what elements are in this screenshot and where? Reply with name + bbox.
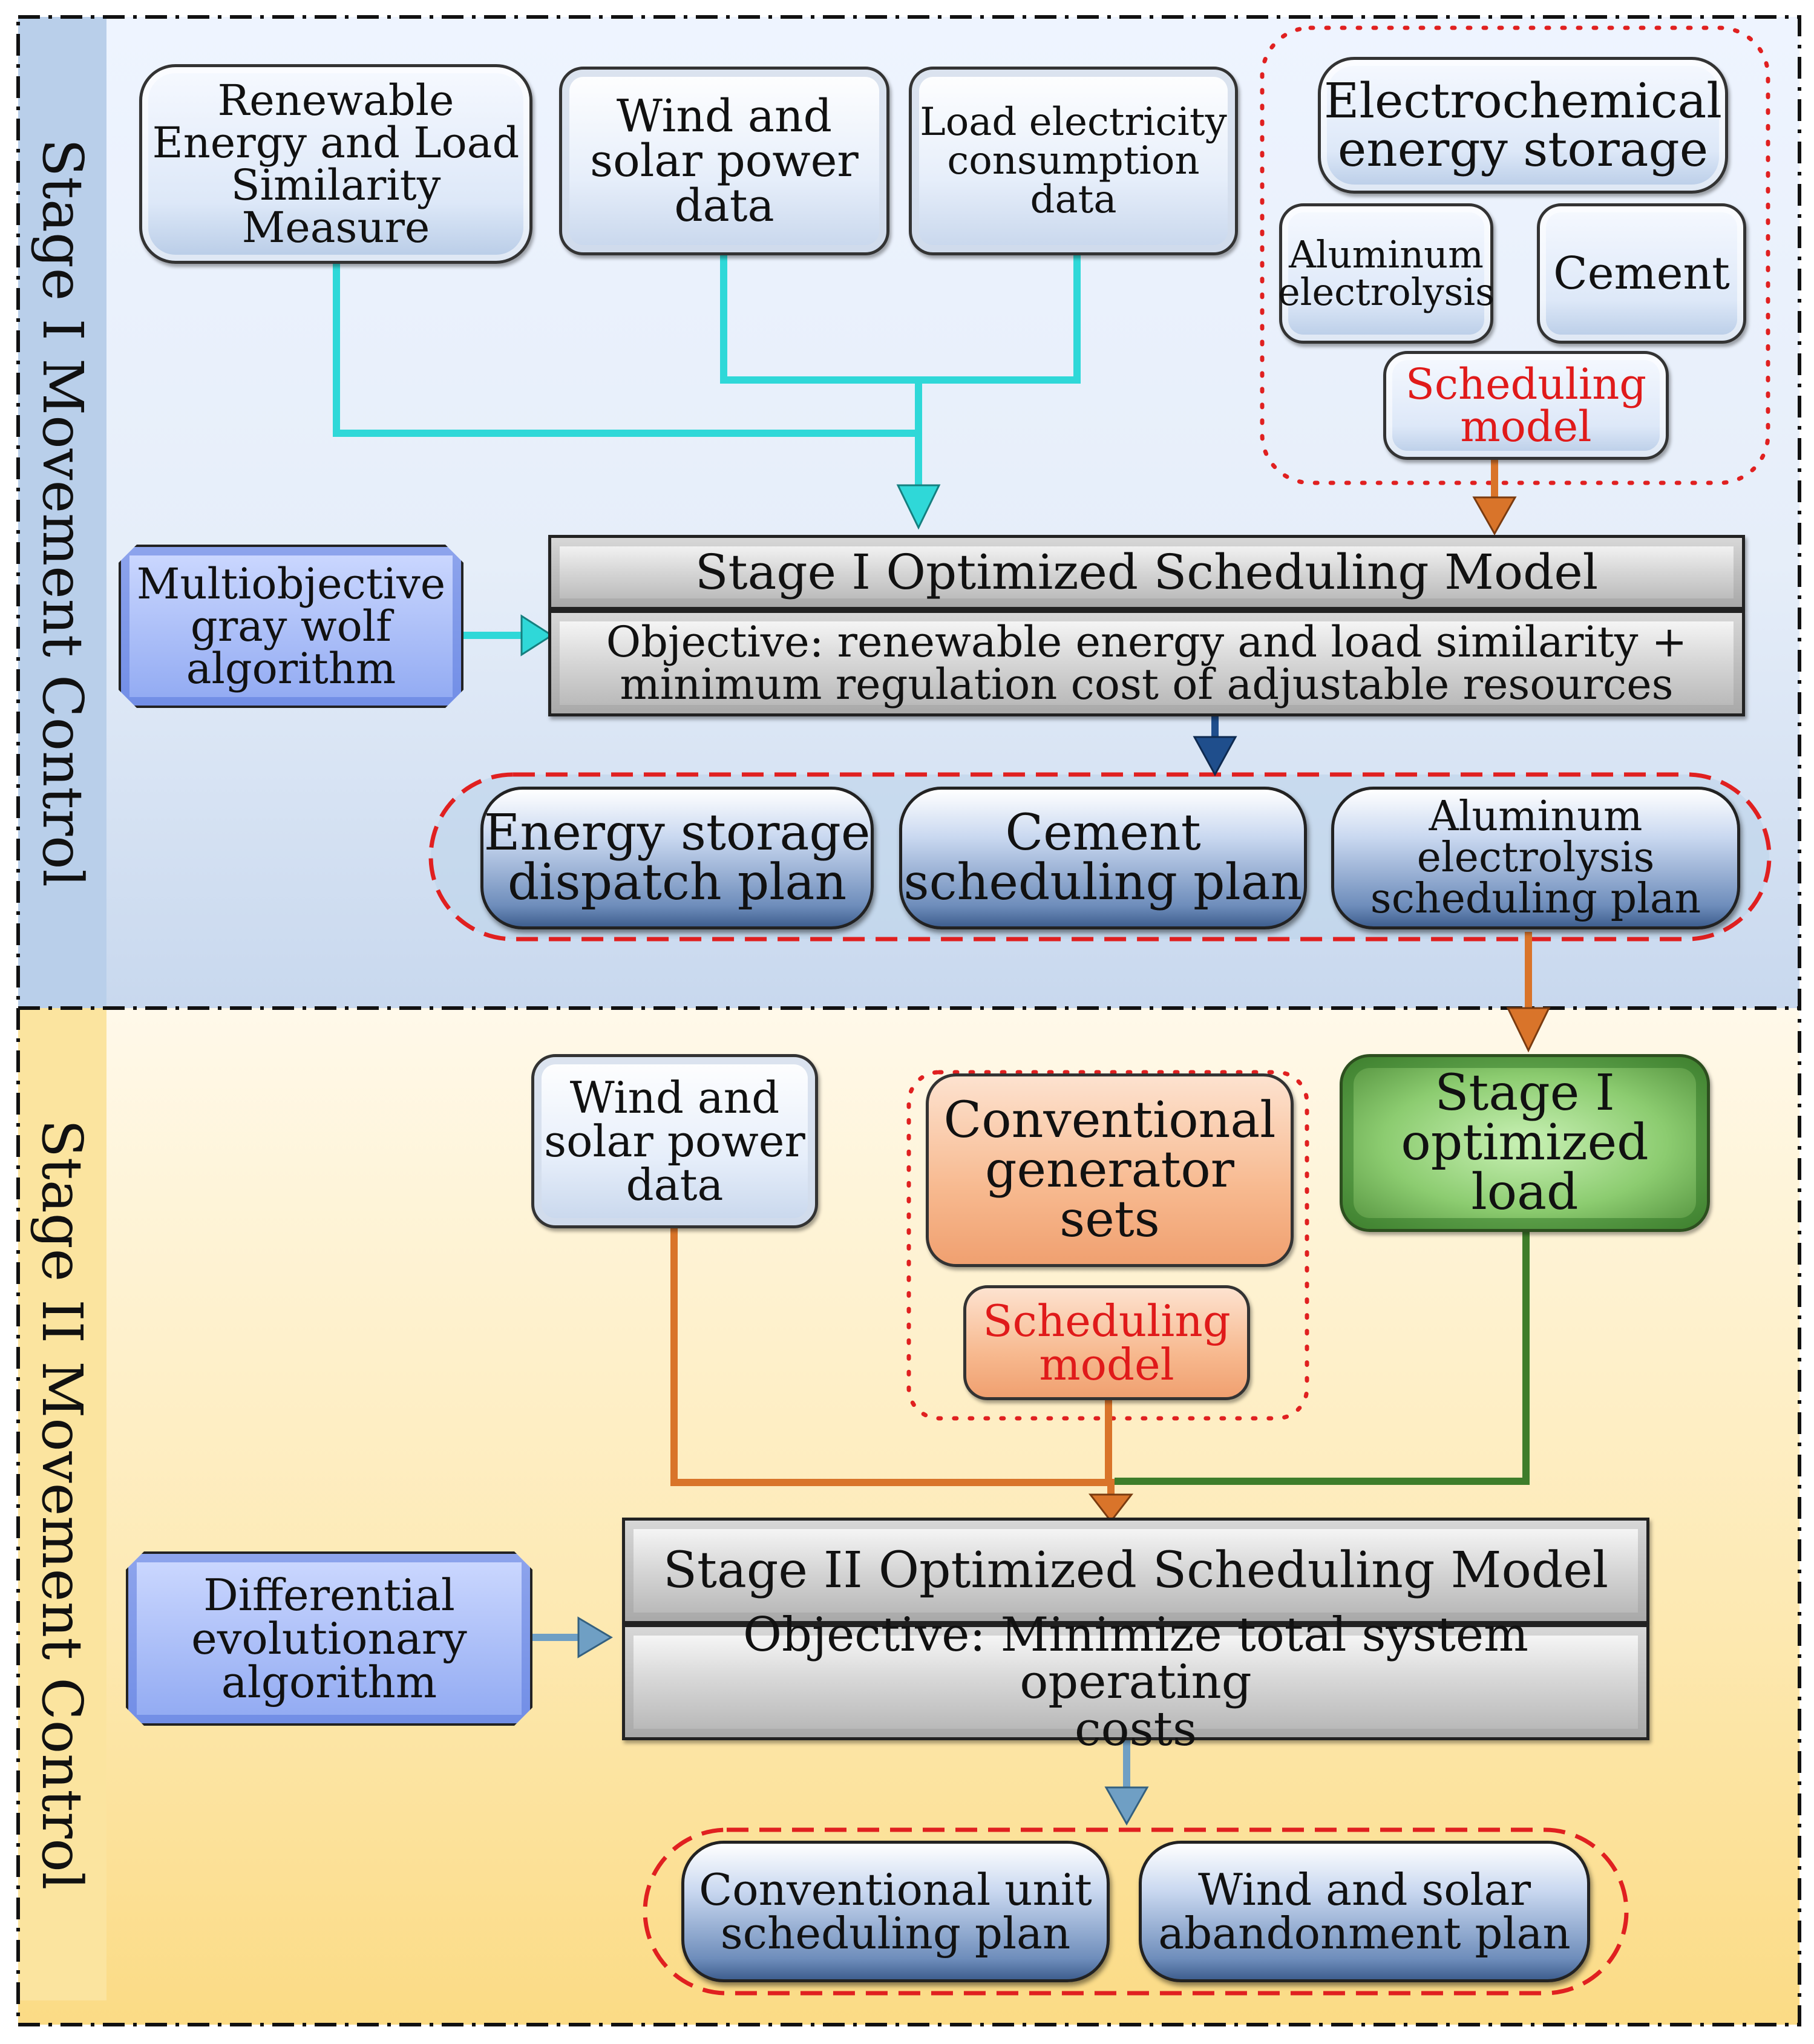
conventional-unit-plan-box: Conventional unit scheduling plan [681,1841,1110,1982]
stage2-sidebar [18,1008,106,2000]
similarity-measure-box: Renewable Energy and Load Similarity Mea… [139,64,532,264]
orange-arrowhead-1 [1472,496,1517,536]
resources-dotted-group [1260,25,1770,485]
orange-arrowhead-3 [1088,1493,1134,1523]
differential-evolution-box: Differential evolutionary algorithm [126,1551,532,1726]
stage1-optimized-load-box: Stage I optimized load [1340,1054,1710,1232]
stage2-model-title: Stage II Optimized Scheduling Model [622,1518,1649,1624]
stage2-outputs-group [643,1827,1629,1996]
stage2-scheduling-model-box: Scheduling model [963,1285,1250,1400]
electrochemical-storage-box: Electrochemical energy storage [1318,57,1728,194]
cyan-connectors [333,255,1081,639]
gray-wolf-algorithm-box: Multiobjective gray wolf algorithm [119,545,463,708]
aluminum-electrolysis-box: Aluminum electrolysis [1278,203,1495,344]
orange-arrowhead-2 [1506,1007,1551,1053]
stage2-wind-solar-box: Wind and solar power data [531,1054,818,1228]
aluminum-plan-box: Aluminum electrolysis scheduling plan [1331,787,1740,929]
abandonment-plan-box: Wind and solar abandonment plan [1139,1841,1590,1982]
stage2-connectors [670,1228,1530,1498]
cement-box: Cement [1537,203,1746,344]
energy-storage-plan-box: Energy storage dispatch plan [480,787,874,929]
conventional-dotted-group [906,1070,1309,1421]
load-consumption-box: Load electricity consumption data [909,67,1238,255]
stage1-model-title: Stage I Optimized Scheduling Model [548,535,1745,610]
steel-arrowhead-down [1104,1786,1149,1826]
stage2-model-objective: Objective: Minimize total system operati… [622,1611,1649,1753]
cement-plan-box: Cement scheduling plan [899,787,1307,929]
stage1-sidebar [18,17,106,1008]
cyan-arrowhead-down [896,484,941,530]
outer-frame [16,15,1801,2026]
blue-arrowhead [1193,736,1237,777]
stage1-wind-solar-box: Wind and solar power data [559,67,889,255]
cyan-arrowhead-right [520,614,554,657]
stage1-scheduling-model-box: Scheduling model [1383,351,1669,460]
conventional-generators-box: Conventional generator sets [926,1073,1294,1267]
steel-arrowhead-right [577,1616,613,1659]
stage1-model-objective: Objective: renewable energy and load sim… [548,610,1745,716]
